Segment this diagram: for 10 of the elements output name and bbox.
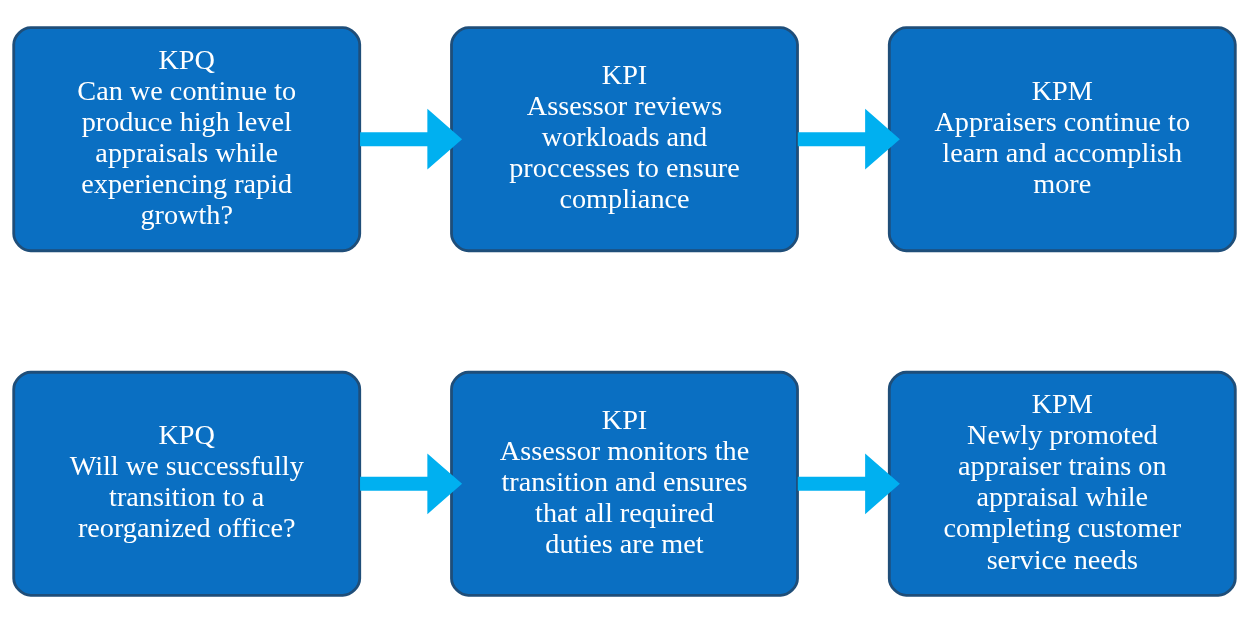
- node-box: KPM Newly promoted appraiser trains on appraisal while completing customer service needs: [887, 370, 1237, 597]
- arrow: [797, 108, 900, 170]
- node-box: KPI Assessor reviews workloads and proccesses to ensure compliance: [450, 25, 799, 252]
- arrow: [797, 452, 900, 514]
- node-box: KPQ Can we continue to produce high level appraisals while experiencing rapid growth?: [12, 25, 362, 252]
- arrow: [360, 108, 463, 170]
- node-box: KPQ Will we successfully transition to a reorganized office?: [12, 370, 362, 597]
- node-box: KPI Assessor monitors the transition and ensures that all required duties are met: [450, 370, 799, 597]
- node-box: KPM Appraisers continue to learn and accomplish more: [887, 25, 1237, 252]
- arrow: [360, 452, 463, 514]
